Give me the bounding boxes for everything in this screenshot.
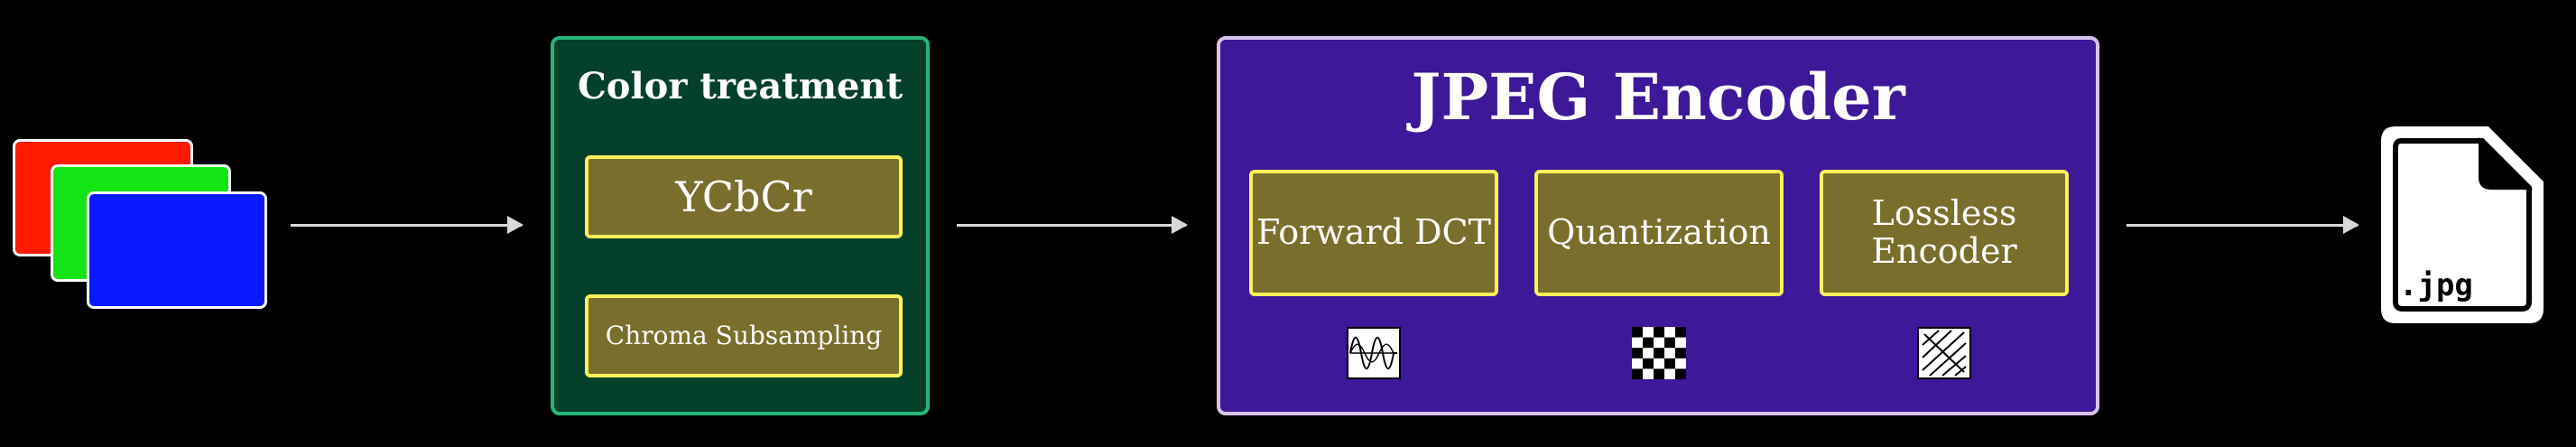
color-treatment-panel: Color treatment YCbCr Chroma Subsampling [551, 36, 930, 415]
chroma-subsampling-box: Chroma Subsampling [585, 294, 903, 377]
waveform-icon [1347, 327, 1401, 379]
jpeg-encoder-panel: JPEG Encoder Forward DCT Quantization Lo… [1217, 36, 2099, 415]
lossless-encoder-box: Lossless Encoder [1820, 170, 2069, 296]
lossless-encoder-label-line2: Encoder [1871, 231, 2017, 271]
arrow-to-encoder [957, 216, 1188, 234]
input-image-stack [13, 135, 274, 316]
forward-dct-box: Forward DCT [1249, 170, 1498, 296]
color-treatment-title: Color treatment [577, 65, 903, 107]
jpg-file-label: .jpg [2399, 267, 2473, 303]
checkerboard-icon [1632, 327, 1686, 379]
quantization-label: Quantization [1547, 212, 1771, 253]
lossless-encoder-label-line1: Lossless [1871, 193, 2017, 234]
jpeg-encoder-title: JPEG Encoder [1411, 60, 1905, 135]
quantization-box: Quantization [1534, 170, 1784, 296]
chroma-subsampling-label: Chroma Subsampling [605, 320, 883, 350]
ycbcr-box: YCbCr [585, 155, 903, 238]
forward-dct-label: Forward DCT [1256, 212, 1491, 253]
jpg-file-icon: .jpg [2379, 125, 2545, 325]
file-icon [2381, 126, 2544, 323]
arrow-to-color-treatment [291, 216, 524, 234]
hatched-square-icon [1917, 327, 1971, 379]
blue-channel-frame [87, 191, 267, 309]
ycbcr-label: YCbCr [675, 172, 812, 221]
arrow-to-jpg-file [2127, 216, 2359, 234]
